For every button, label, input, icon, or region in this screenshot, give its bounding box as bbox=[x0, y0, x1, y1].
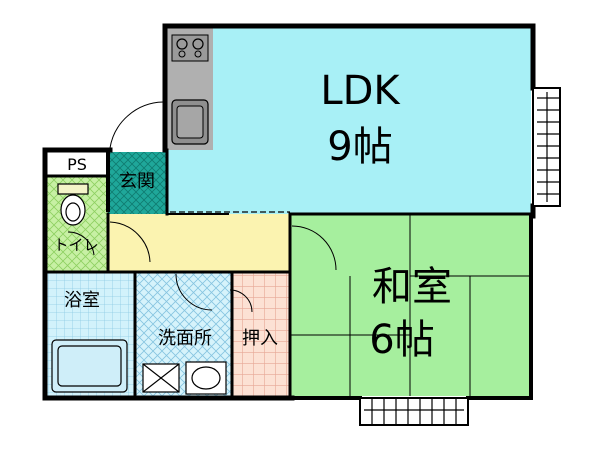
washroom-label: 洗面所 bbox=[158, 328, 212, 349]
tatami-lines bbox=[290, 214, 531, 396]
bath-label: 浴室 bbox=[64, 290, 100, 311]
sink-icon bbox=[171, 99, 209, 145]
genkan-floor bbox=[108, 152, 167, 214]
ldk-room bbox=[167, 28, 531, 215]
toilet-label: トイレ bbox=[53, 236, 98, 254]
closet bbox=[232, 272, 290, 396]
ldk-size: 9帖 bbox=[327, 124, 392, 170]
balcony-bottom bbox=[359, 397, 469, 426]
ps-label: PS bbox=[67, 155, 87, 174]
genkan-label: 玄関 bbox=[119, 171, 155, 192]
bathtub-icon bbox=[51, 339, 128, 393]
entrance-door-icon bbox=[109, 101, 164, 150]
walls bbox=[42, 23, 536, 401]
toilet-icon bbox=[57, 183, 89, 226]
balcony-right bbox=[532, 87, 561, 207]
closet-label: 押入 bbox=[242, 328, 278, 349]
washitsu-name: 和室 bbox=[372, 264, 452, 310]
stove-icon bbox=[171, 34, 209, 62]
hall-door-icon bbox=[67, 221, 337, 313]
hallway bbox=[108, 214, 290, 271]
basin-icon bbox=[185, 361, 227, 395]
ps-box bbox=[47, 152, 108, 176]
washitsu-size: 6帖 bbox=[369, 317, 434, 363]
washing-machine-icon bbox=[142, 363, 180, 393]
ldk-name: LDK bbox=[320, 68, 401, 114]
